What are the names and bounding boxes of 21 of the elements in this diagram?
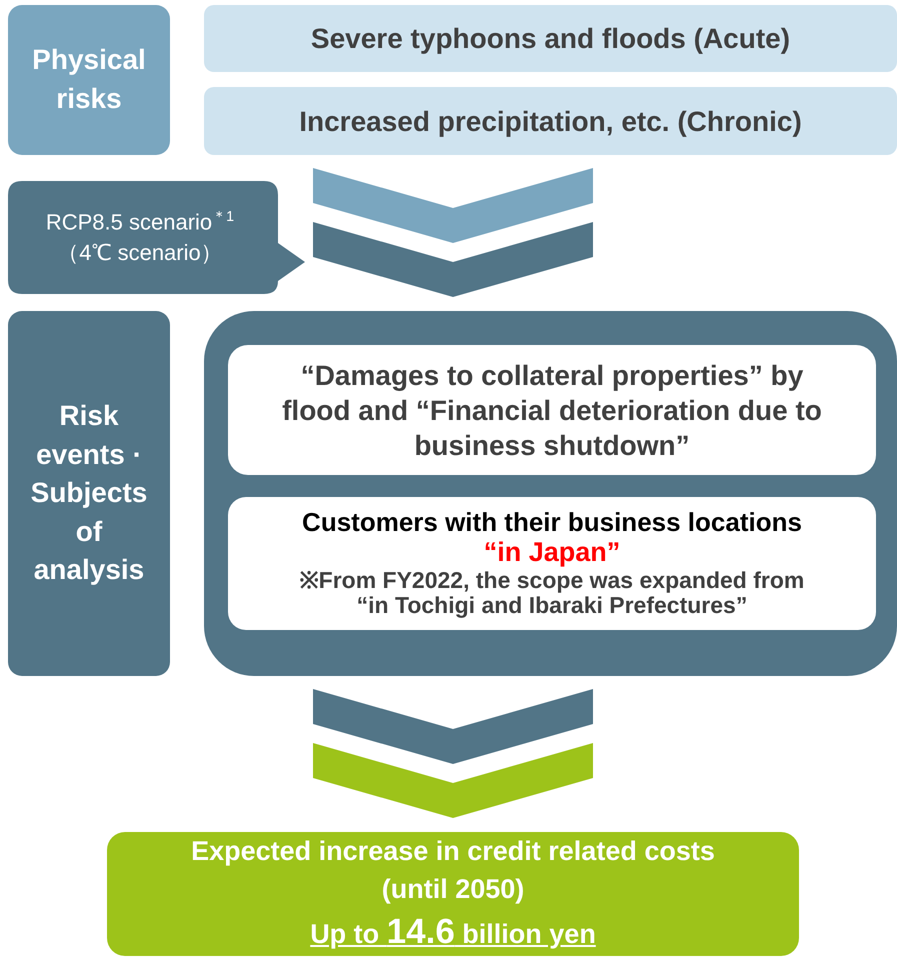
highlight-text: “in Japan” (484, 538, 620, 568)
result-text: Expected increase in credit related costs (until 2050) (190, 835, 716, 906)
chevron-arrow (313, 689, 593, 818)
risk-box (204, 5, 897, 72)
risk-text: Increased precipitation, etc. (Chronic) (299, 104, 802, 138)
chevron-arrow (313, 168, 593, 297)
analysis-panel (204, 311, 897, 676)
category-box (8, 5, 170, 155)
risk-text: Severe typhoons and floods (Acute) (310, 22, 790, 56)
amount-text: Up to 14.6 billion yen (310, 911, 596, 954)
subject-text: Customers with their business locations (302, 508, 802, 538)
event-text: “Damages to collateral properties” by flood and “Financial deterioration due to business shutdown” (281, 358, 823, 462)
category-box (8, 311, 170, 676)
category-label: Risk events · Subjects of analysis (30, 398, 148, 588)
text-box (228, 497, 876, 630)
category-label: Physical risks (31, 43, 147, 116)
scenario-text: RCP8.5 scenario$^{＊1}$ （4℃ scenario） (44, 208, 236, 267)
text-box (228, 345, 876, 475)
risk-box (204, 87, 897, 155)
note-text: ※From FY2022, the scope was expanded from “in Tochigi and Ibaraki Prefectures” (298, 568, 806, 619)
result-box (107, 832, 799, 956)
